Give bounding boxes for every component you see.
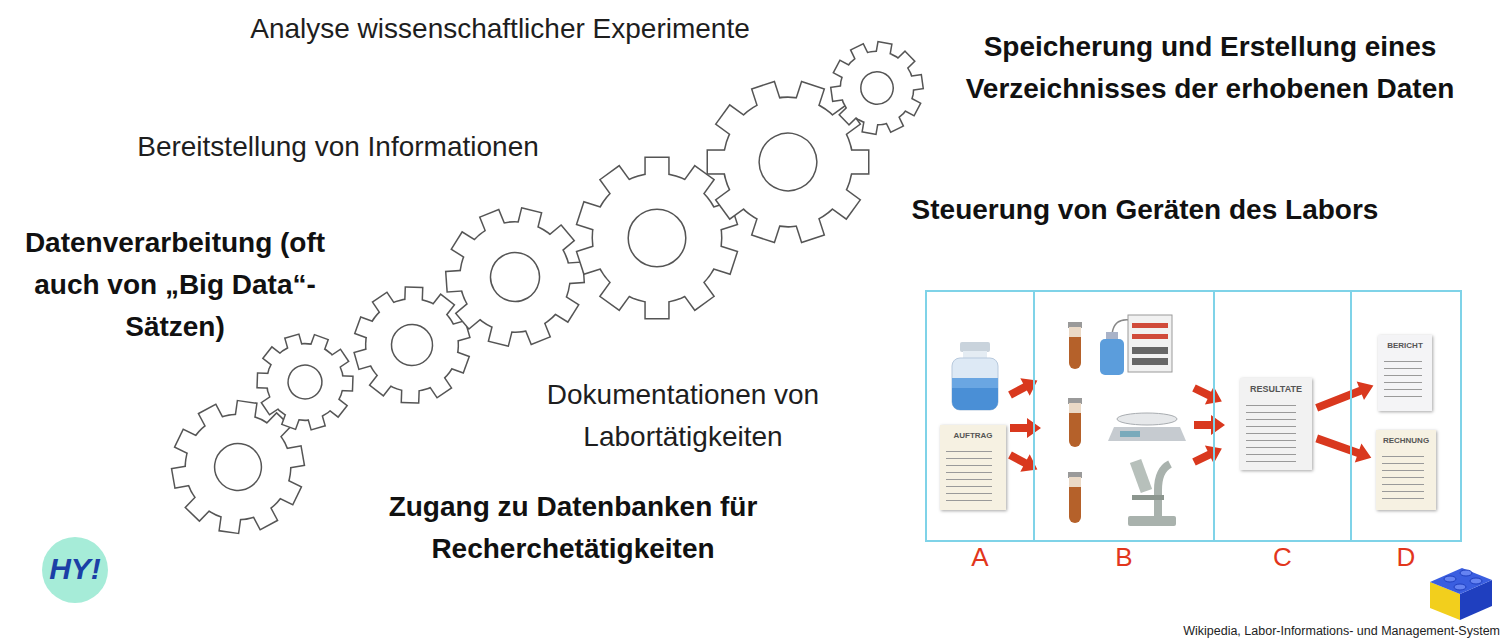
gear <box>245 322 365 442</box>
document-title: AUFTRAG <box>944 431 1002 441</box>
flow-arrow <box>1315 435 1371 463</box>
gear <box>825 36 929 140</box>
flow-arrow <box>1005 372 1042 404</box>
flow-arrow <box>1190 379 1227 411</box>
flow-arrow <box>1190 439 1227 471</box>
test-tube <box>1068 398 1082 447</box>
process-column: CRESULTATE <box>1213 290 1352 542</box>
feature-label: Analyse wissenschaftlicher Experimente <box>200 8 800 50</box>
flow-arrow <box>1315 381 1373 411</box>
flow-arrow <box>1005 446 1042 478</box>
arrow-shape <box>1315 435 1371 463</box>
feature-label: Zugang zu Datenbanken für Recherchetätig… <box>343 486 803 570</box>
source-note: Wikipedia, Labor-Informations- und Manag… <box>1090 624 1500 639</box>
arrow-shape <box>1315 381 1373 411</box>
process-column: B <box>1033 290 1215 542</box>
feature-label: Bereitstellung von Informationen <box>88 126 588 168</box>
gear <box>433 195 597 360</box>
document-title: RESULTATE <box>1244 384 1308 395</box>
flow-arrow <box>1010 418 1041 438</box>
document-icon: RESULTATE <box>1240 378 1312 470</box>
column-letter: A <box>927 542 1033 573</box>
column-letter: C <box>1215 542 1350 573</box>
microscope-icon <box>1128 459 1176 526</box>
gear <box>577 158 736 318</box>
feature-label: Datenverarbeitung (oft auch von „Big Dat… <box>15 222 335 348</box>
document-title: RECHNUNG <box>1380 436 1432 446</box>
process-column: AAUFTRAG <box>925 290 1035 542</box>
document-icon: RECHNUNG <box>1376 430 1436 510</box>
analyzer-icon <box>1100 315 1172 375</box>
logo-text: HY! <box>42 551 108 587</box>
test-tube <box>1068 472 1082 523</box>
test-tube <box>1068 322 1082 369</box>
logo-circle <box>42 537 108 603</box>
column-letter: B <box>1035 542 1213 573</box>
brick-icon <box>1430 568 1492 620</box>
flow-arrow <box>1194 415 1225 435</box>
feature-label: Speicherung und Erstellung eines Verzeic… <box>925 26 1495 110</box>
gear <box>353 286 470 404</box>
document-icon: AUFTRAG <box>940 425 1006 510</box>
scale-icon <box>1108 413 1186 441</box>
column-letter: D <box>1352 542 1460 573</box>
bottle-icon <box>952 342 998 410</box>
process-column: DBERICHTRECHNUNG <box>1350 290 1462 542</box>
document-title: BERICHT <box>1382 341 1428 351</box>
feature-label: Dokumentationen von Labortätigkeiten <box>513 374 853 458</box>
document-icon: BERICHT <box>1378 335 1432 411</box>
feature-label: Steuerung von Geräten des Labors <box>875 189 1415 231</box>
